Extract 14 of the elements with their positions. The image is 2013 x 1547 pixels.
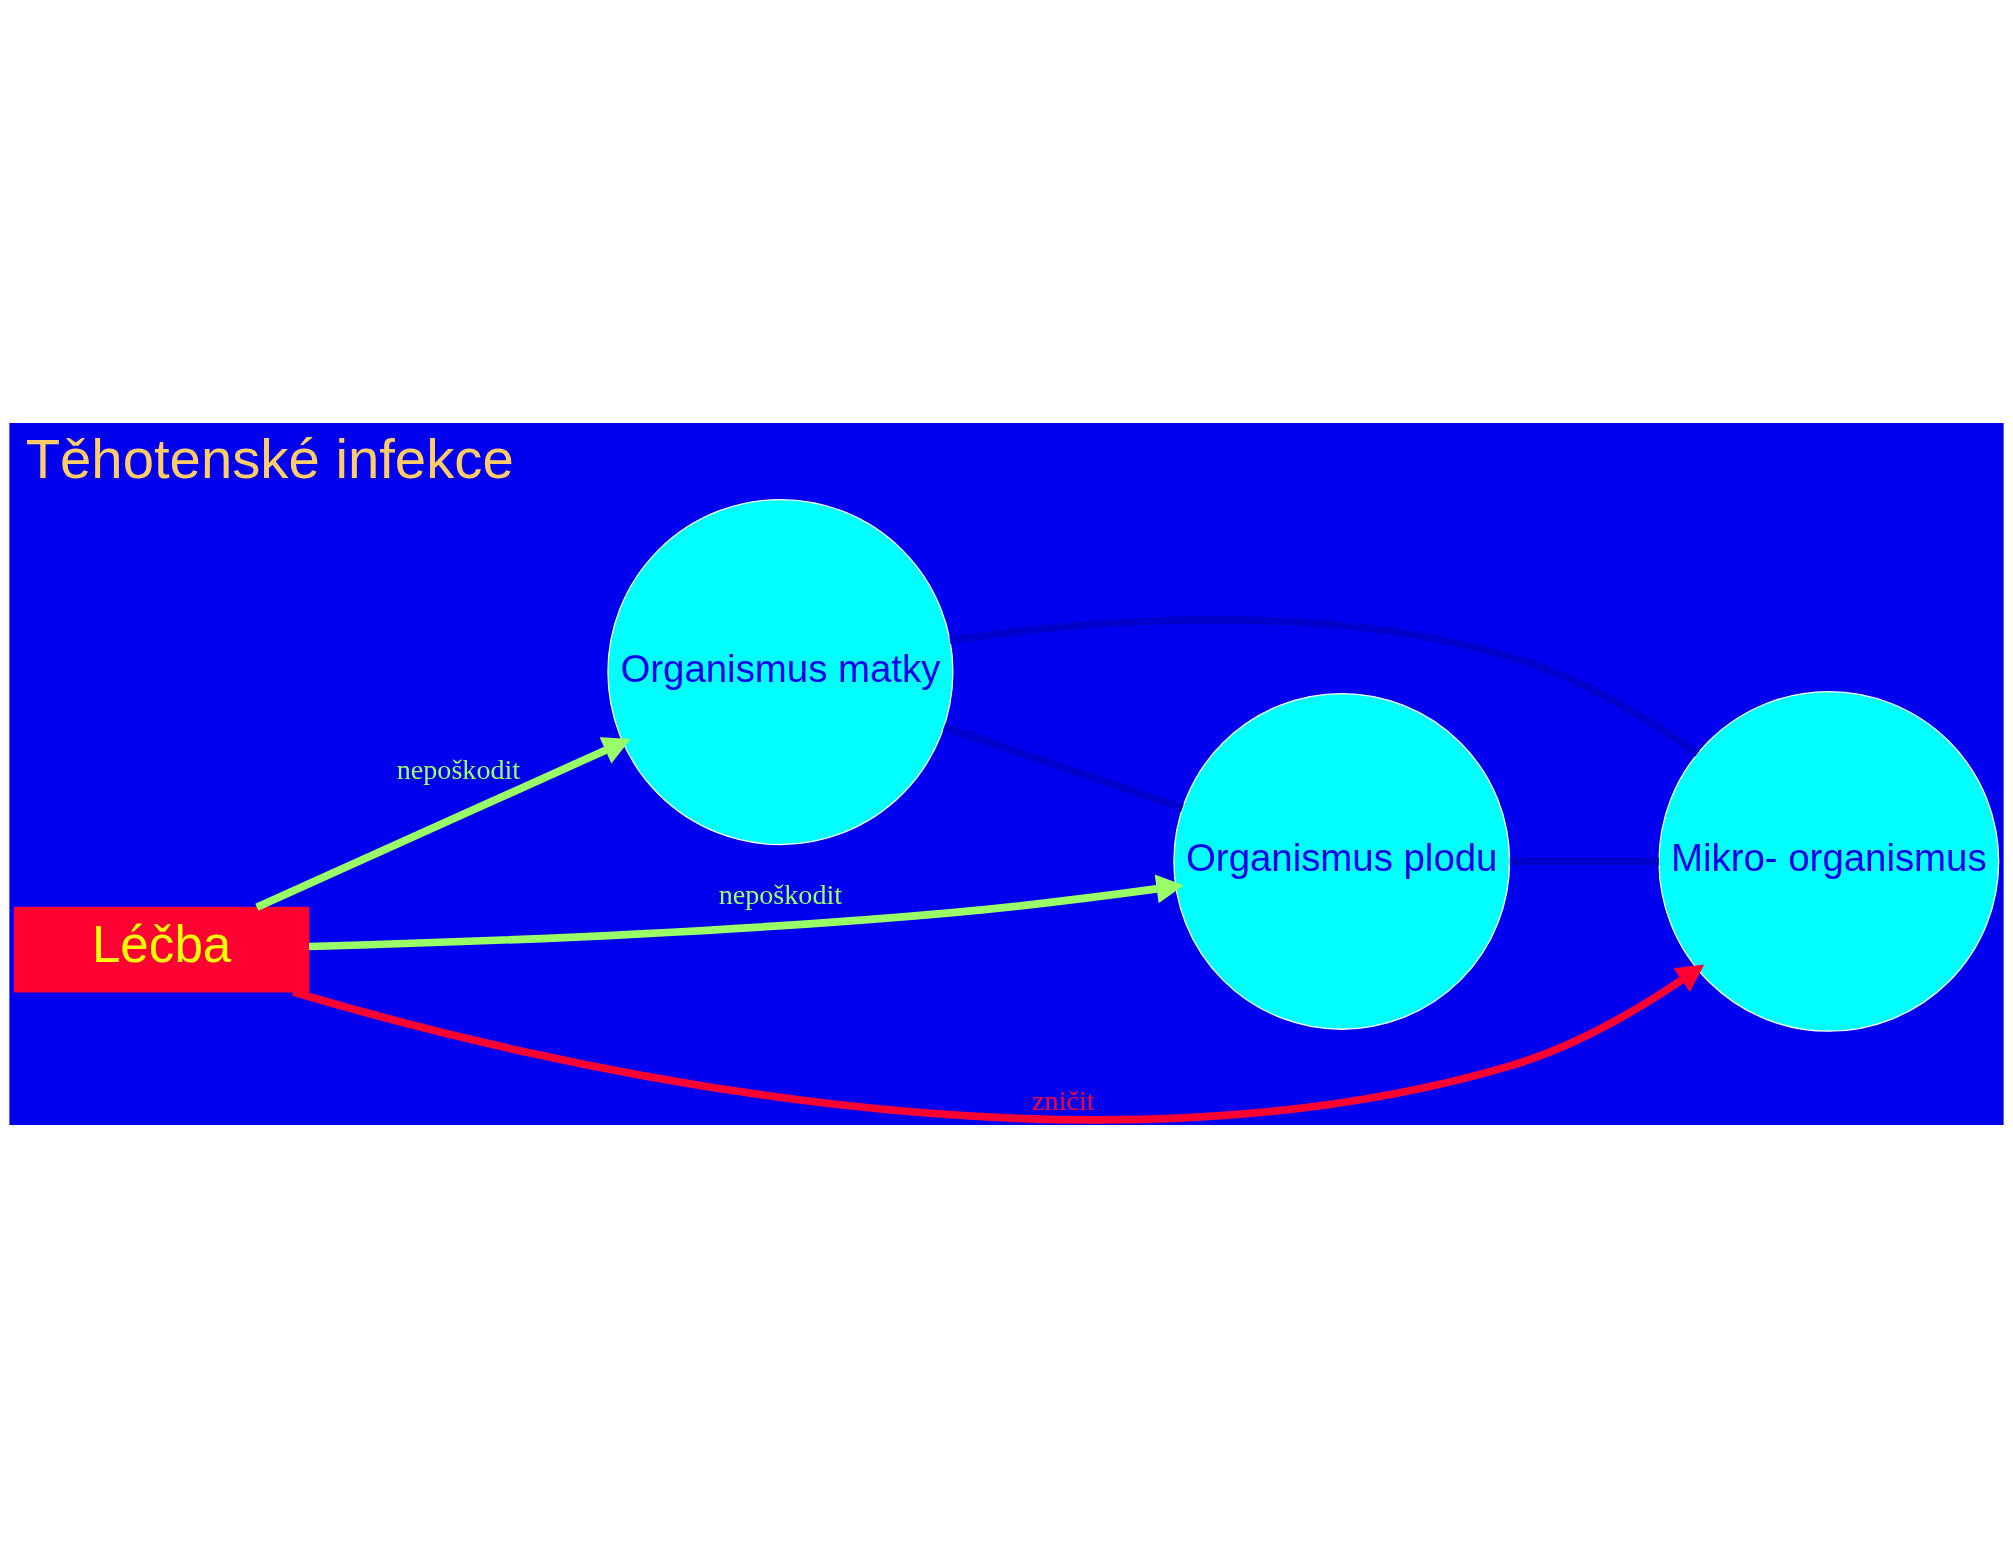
arrow xyxy=(292,963,1705,1123)
edge-label: nepoškodit xyxy=(396,753,521,785)
diagram-title: Těhotenské infekce xyxy=(25,426,514,490)
connector xyxy=(1509,857,1659,865)
node-circle: Organismus plodu xyxy=(1173,692,1511,1030)
connector xyxy=(949,615,1700,757)
edge-label: zničit xyxy=(1032,1084,1095,1116)
node-circle: Mikro- organismus xyxy=(1658,690,2000,1032)
node-circle: Organismus matky xyxy=(607,498,954,845)
edge-label: nepoškodit xyxy=(718,878,843,910)
arrow xyxy=(308,874,1184,950)
connector xyxy=(942,722,1184,811)
arrow xyxy=(255,736,631,911)
node-box: Léčba xyxy=(13,906,310,993)
